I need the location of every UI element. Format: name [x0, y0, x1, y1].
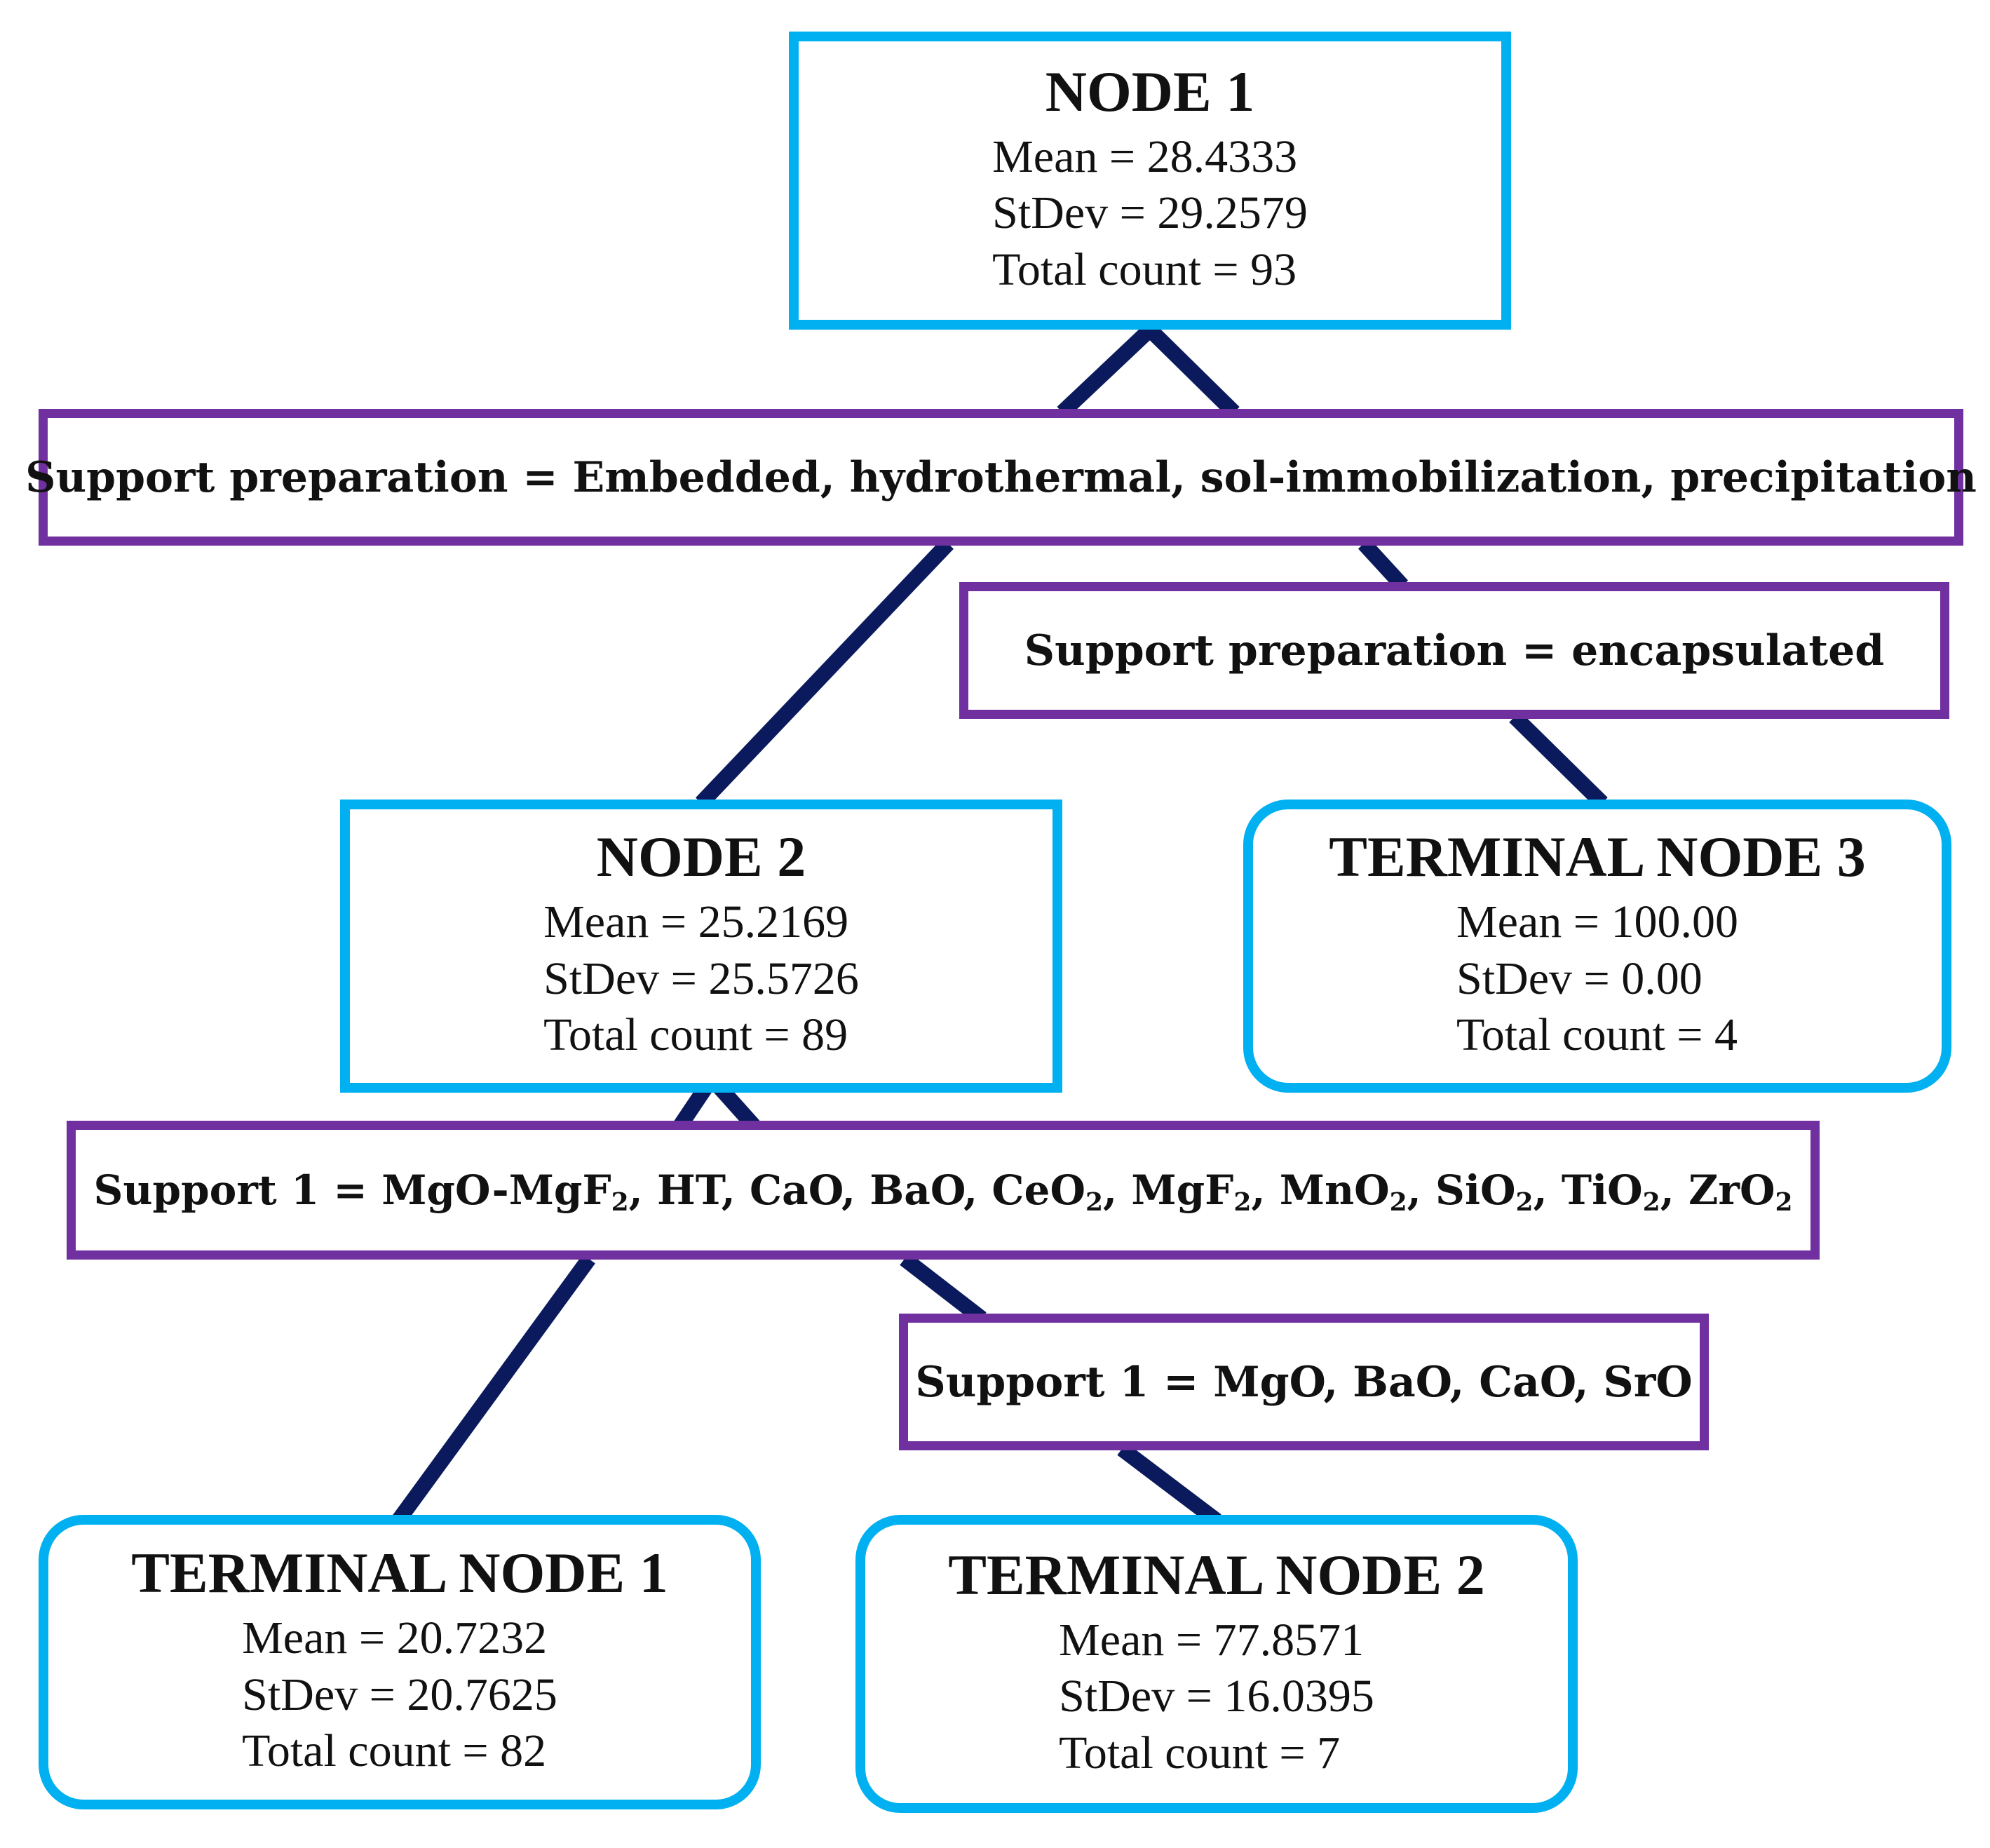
- node-2-mean: Mean = 25.2169: [543, 896, 849, 948]
- terminal-node-3-stdev: StDev = 0.00: [1456, 952, 1703, 1004]
- terminal-node-2-title: TERMINAL NODE 2: [948, 1542, 1485, 1607]
- split-support-preparation-main: Support preparation = Embedded, hydrothe…: [25, 409, 1977, 546]
- terminal-node-3-mean: Mean = 100.00: [1456, 896, 1738, 948]
- edge-split4-to-terminal2: [1117, 1443, 1221, 1527]
- terminal-node-1-stdev: StDev = 20.7625: [242, 1668, 557, 1720]
- terminal-node-2-mean: Mean = 77.8571: [1059, 1614, 1365, 1666]
- node-1-mean: Mean = 28.4333: [992, 130, 1298, 182]
- terminal-node-2-count: Total count = 7: [1059, 1727, 1341, 1779]
- terminal-node-3-count: Total count = 4: [1456, 1009, 1738, 1061]
- terminal-node-3-title: TERMINAL NODE 3: [1329, 825, 1866, 889]
- node-2: NODE 2 Mean = 25.2169 StDev = 25.5726 To…: [340, 800, 1062, 1093]
- node-1-title: NODE 1: [1045, 59, 1255, 123]
- split-support-1-alkaline-earth: Support 1 = MgO, BaO, CaO, SrO: [899, 1314, 1709, 1450]
- node-2-stdev: StDev = 25.5726: [543, 952, 859, 1004]
- node-1-stdev: StDev = 29.2579: [992, 187, 1308, 239]
- edge-split1-to-split2: [1358, 538, 1409, 591]
- terminal-node-2-stdev: StDev = 16.0395: [1059, 1671, 1374, 1722]
- split-support-preparation-encapsulated: Support preparation = encapsulated: [959, 582, 1949, 719]
- split-support-1-oxides: Support 1 = MgO-MgF2, HT, CaO, BaO, CeO2…: [67, 1121, 1820, 1260]
- edge-split3-to-split4: [900, 1253, 987, 1325]
- split-1-label: Support preparation = Embedded, hydrothe…: [25, 452, 1977, 502]
- terminal-node-1: TERMINAL NODE 1 Mean = 20.7232 StDev = 2…: [39, 1515, 761, 1809]
- edge-node1-right: [1144, 324, 1240, 418]
- node-2-count: Total count = 89: [543, 1009, 848, 1061]
- split-3-label: Support 1 = MgO-MgF2, HT, CaO, BaO, CeO2…: [93, 1166, 1793, 1217]
- edge-node1-left: [1057, 324, 1156, 418]
- split-4-label: Support 1 = MgO, BaO, CaO, SrO: [915, 1357, 1693, 1407]
- terminal-node-1-mean: Mean = 20.7232: [242, 1612, 548, 1664]
- node-1: NODE 1 Mean = 28.4333 StDev = 29.2579 To…: [789, 32, 1511, 330]
- node-2-title: NODE 2: [596, 825, 806, 889]
- split-2-label: Support preparation = encapsulated: [1024, 626, 1885, 675]
- terminal-node-3: TERMINAL NODE 3 Mean = 100.00 StDev = 0.…: [1243, 800, 1951, 1093]
- edge-split3-to-terminal1: [392, 1254, 595, 1525]
- terminal-node-1-count: Total count = 82: [242, 1725, 547, 1777]
- terminal-node-1-title: TERMINAL NODE 1: [131, 1541, 668, 1605]
- edge-split1-to-node2: [696, 538, 954, 809]
- node-1-count: Total count = 93: [992, 243, 1297, 295]
- edge-split2-to-terminal3: [1509, 711, 1608, 809]
- terminal-node-2: TERMINAL NODE 2 Mean = 77.8571 StDev = 1…: [855, 1515, 1578, 1813]
